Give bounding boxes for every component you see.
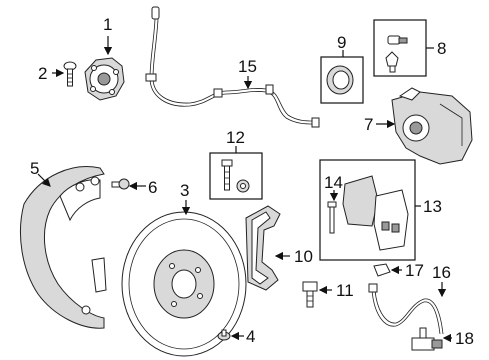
bracket-bolt (302, 281, 318, 308)
callout-15: 15 (238, 57, 257, 76)
splash-shield (19, 166, 107, 329)
brake-caliper (391, 87, 473, 165)
callout-3: 3 (180, 181, 189, 200)
seal-kit-box (320, 56, 364, 104)
wheel-hub (84, 57, 125, 101)
callout-5: 5 (30, 159, 39, 178)
callout-10: 10 (294, 247, 313, 266)
callout-11: 11 (336, 281, 354, 300)
shield-bolt (111, 178, 130, 190)
piston-seal (326, 65, 354, 95)
callout-13: 13 (423, 197, 442, 216)
caliper-bracket (245, 205, 281, 291)
callout-12: 12 (226, 128, 245, 147)
hub-bolt (63, 61, 77, 87)
guide-bolt (221, 159, 250, 193)
callout-6: 6 (148, 178, 157, 197)
bleeder-screw (385, 35, 408, 73)
guide-bolt-kit-box (209, 152, 263, 200)
brake-wear-sensor-cable (145, 6, 320, 128)
brake-pad-kit-box (319, 159, 416, 261)
brake-rotor (121, 211, 247, 357)
callout-4: 4 (246, 327, 255, 346)
callout-17: 17 (405, 261, 424, 280)
callout-16: 16 (432, 263, 451, 282)
callout-18: 18 (455, 329, 474, 348)
callout-2: 2 (38, 64, 47, 83)
sensor-clip (373, 263, 391, 277)
callout-9: 9 (337, 33, 346, 52)
abs-sensor-harness (368, 283, 444, 351)
pad-pin-bolt (327, 201, 337, 234)
callout-7: 7 (364, 115, 373, 134)
callout-8: 8 (437, 39, 446, 58)
brake-pads (342, 175, 409, 251)
bleeder-kit-box (373, 19, 427, 77)
callout-14: 14 (324, 173, 343, 192)
rotor-screw (217, 329, 231, 341)
callout-1: 1 (103, 15, 112, 34)
